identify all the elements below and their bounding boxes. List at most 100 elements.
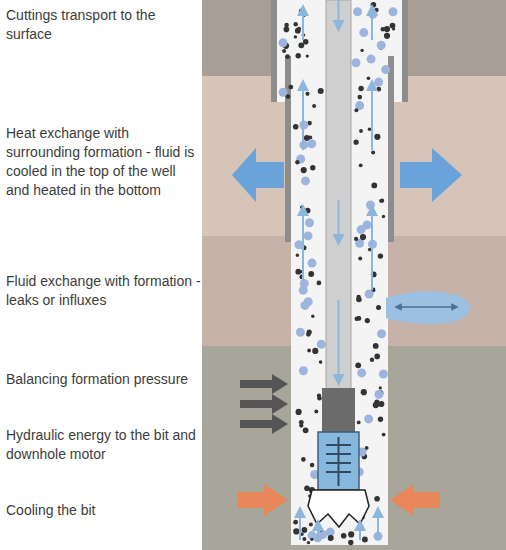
cutting-particle xyxy=(360,49,363,52)
cutting-particle xyxy=(374,354,380,360)
cutting-particle xyxy=(309,523,313,527)
gas-bubble xyxy=(352,58,361,67)
cutting-particle xyxy=(376,305,381,310)
cutting-particle xyxy=(378,417,383,422)
gas-bubble xyxy=(279,38,288,47)
gas-bubble xyxy=(299,286,308,295)
cutting-particle xyxy=(317,394,321,398)
cutting-particle xyxy=(310,538,313,541)
gas-bubble xyxy=(304,231,313,240)
cutting-particle xyxy=(374,134,380,140)
function-label: Hydraulic energy to the bit and downhole… xyxy=(6,426,202,464)
function-label: Cuttings transport to the surface xyxy=(6,6,202,44)
cutting-particle xyxy=(379,199,383,203)
cutting-particle xyxy=(374,496,380,502)
cutting-particle xyxy=(354,237,358,241)
cutting-particle xyxy=(295,160,299,164)
pressure-arrows xyxy=(240,374,288,434)
cutting-particle xyxy=(371,2,377,8)
function-label: Balancing formation pressure xyxy=(6,370,202,389)
cutting-particle xyxy=(384,33,390,39)
heat-arrow xyxy=(232,148,284,202)
drill-bit xyxy=(308,490,369,527)
bottom-hole-assembly xyxy=(322,388,355,432)
cutting-particle xyxy=(359,129,363,133)
function-label: Heat exchange with surrounding formation… xyxy=(6,124,202,200)
cutting-particle xyxy=(390,23,396,29)
cutting-particle xyxy=(381,27,385,31)
cutting-particle xyxy=(368,127,372,131)
gas-bubble xyxy=(359,28,368,37)
cutting-particle xyxy=(357,316,360,319)
cutting-particle xyxy=(307,541,310,544)
gas-bubble xyxy=(305,218,314,227)
gas-bubble xyxy=(377,41,386,50)
cutting-particle xyxy=(382,433,386,437)
gas-bubble xyxy=(308,259,317,268)
flow-arrows xyxy=(300,0,378,540)
cutting-particle xyxy=(378,253,383,258)
cutting-particle xyxy=(293,520,298,525)
gas-bubble xyxy=(301,176,310,185)
cutting-particle xyxy=(306,332,311,337)
cutting-particle xyxy=(361,389,367,395)
cutting-particle xyxy=(379,386,382,389)
gas-bubble xyxy=(364,414,373,423)
cutting-particle xyxy=(306,55,309,58)
cutting-particle xyxy=(348,540,353,545)
gas-bubble xyxy=(357,368,366,377)
cutting-particle xyxy=(341,533,347,539)
cutting-particle xyxy=(305,92,309,96)
cutting-particle xyxy=(293,124,299,130)
cutting-particle xyxy=(285,54,290,59)
gas-bubble xyxy=(299,366,308,375)
cutting-particle xyxy=(376,87,381,92)
cutting-particle xyxy=(282,49,286,53)
cutting-particle xyxy=(317,281,322,286)
cutting-particle xyxy=(298,42,304,48)
cutting-particle xyxy=(297,27,301,31)
cutting-particle xyxy=(380,199,384,203)
cutting-particle xyxy=(311,315,314,318)
cutting-particle xyxy=(301,457,306,462)
cutting-particle xyxy=(301,167,307,173)
cutting-particle xyxy=(328,535,334,541)
cutting-particle xyxy=(284,27,290,33)
cutting-particle xyxy=(371,150,375,154)
gas-bubble xyxy=(353,7,362,16)
cutting-particle xyxy=(319,528,323,532)
gas-bubble xyxy=(308,531,317,540)
cutting-particle xyxy=(296,53,301,58)
gas-bubble xyxy=(381,65,390,74)
gas-bubble xyxy=(366,201,375,210)
cutting-particle xyxy=(358,86,363,91)
cutting-particle xyxy=(362,537,368,543)
gas-bubble xyxy=(304,297,313,306)
cutting-particle xyxy=(358,95,363,100)
cooling-arrow xyxy=(238,484,288,516)
cutting-particle xyxy=(286,94,291,99)
gas-bubble xyxy=(317,340,326,349)
cutting-particle xyxy=(293,528,299,534)
gas-bubble xyxy=(389,7,398,16)
cutting-particle xyxy=(360,234,366,240)
gas-bubble xyxy=(374,390,383,399)
cutting-particle xyxy=(296,254,299,257)
cutting-particle xyxy=(374,400,379,405)
cutting-particle xyxy=(370,358,374,362)
cutting-particle xyxy=(354,108,358,112)
cutting-particle xyxy=(356,295,360,299)
cutting-particle xyxy=(288,85,293,90)
gas-bubble xyxy=(367,55,376,64)
fluid-lobe xyxy=(386,291,470,324)
cutting-particle xyxy=(318,88,324,94)
cutting-particle xyxy=(294,22,298,26)
cutting-particle xyxy=(305,208,311,214)
gas-bubble xyxy=(296,328,305,337)
cutting-particle xyxy=(300,206,303,209)
cooling-arrow xyxy=(390,484,440,516)
cutting-particle xyxy=(303,427,309,433)
cutting-particle xyxy=(354,140,359,145)
cutting-particle xyxy=(295,269,301,275)
gas-bubble xyxy=(357,225,366,234)
